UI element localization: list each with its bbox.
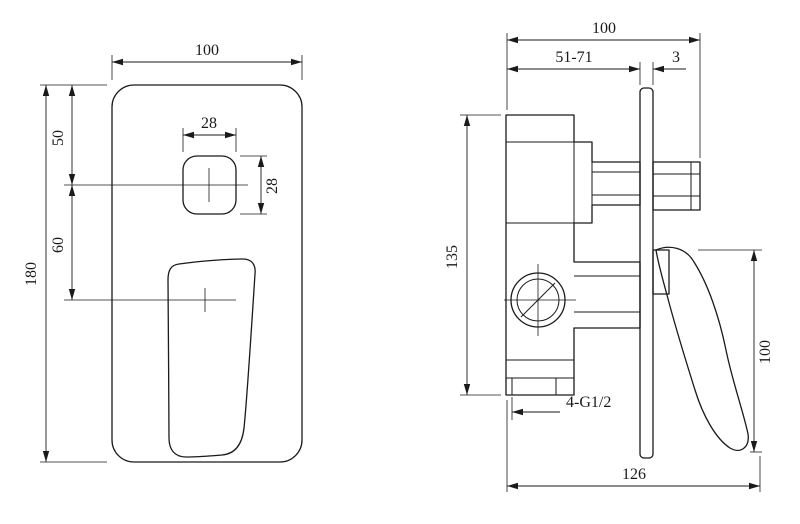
label-port-thread: 4-G1/2 [511,394,611,420]
dim-body-height: 135 [444,114,501,396]
dim-button-height-label: 28 [264,178,281,194]
front-view: 100 180 28 28 50 60 [23,42,303,463]
dim-handle-length: 100 [698,249,774,453]
dim-overall-depth: 100 [506,20,701,158]
side-handle [655,246,749,451]
dim-plate-height: 180 [23,84,107,463]
dim-plate-width: 100 [111,42,303,80]
front-plate-outline [111,84,303,463]
side-inlet-port [504,264,576,336]
dim-plate-width-label: 100 [195,42,219,59]
dim-overall-projection: 126 [506,400,761,492]
dim-button-width-label: 28 [201,115,217,132]
side-view: 100 51-71 3 135 100 [444,20,774,492]
dim-overall-projection-label: 126 [622,466,646,483]
side-handle-hub [652,249,670,295]
dim-button-to-handle-label: 60 [50,237,67,253]
front-centerlines [64,168,248,312]
dim-button-width: 28 [182,115,237,152]
dim-body-height-label: 135 [444,245,461,269]
dim-trim-thickness: 3 [652,49,686,85]
dim-trim-thickness-label: 3 [672,49,680,66]
side-spindle [652,161,701,211]
side-body-details [506,141,640,395]
dim-top-to-button-label: 50 [50,130,67,146]
front-handle [167,258,256,458]
dim-plate-height-label: 180 [23,262,40,286]
dim-rough-in-label: 51-71 [555,49,592,66]
side-body-outline [505,114,641,396]
dim-button-to-handle: 60 [50,185,76,300]
side-wall-plate [639,87,654,459]
dim-top-to-button: 50 [50,85,76,185]
dim-rough-in: 51-71 [507,49,641,85]
dim-button-height: 28 [240,155,281,215]
dim-overall-depth-label: 100 [592,20,616,37]
dim-handle-length-label: 100 [757,340,774,364]
label-port-thread-text: 4-G1/2 [566,394,611,411]
